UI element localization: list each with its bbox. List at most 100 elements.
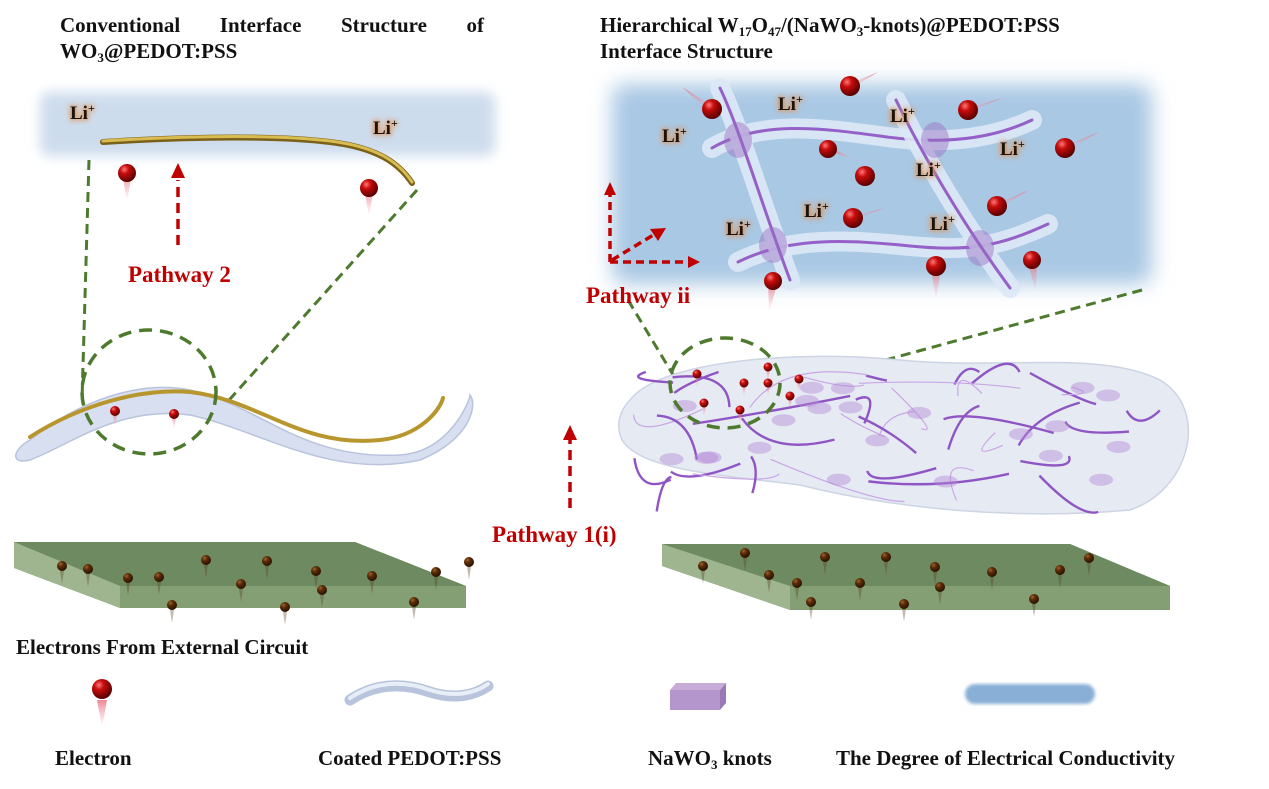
electron-icon	[262, 556, 272, 579]
legend-nawo3-knots-label: NaWO3 knots	[648, 746, 772, 772]
left-zoom-guide-line	[220, 188, 419, 410]
legend-coated-pedot-tube-icon	[344, 680, 494, 706]
li-ion-label: Li+	[930, 212, 955, 235]
electron-icon	[785, 391, 795, 410]
legend-conductivity-glow-bar-icon	[965, 684, 1095, 704]
left-current-collector-slab	[14, 542, 466, 608]
electron-icon	[763, 362, 773, 381]
legend-nawo3-knot-block-icon	[670, 683, 726, 710]
legend-coated-pedot-label: Coated PEDOT:PSS	[318, 746, 502, 770]
li-ion-label: Li+	[890, 104, 915, 127]
nawo3-fiber	[655, 475, 672, 512]
li-ion-label: Li+	[662, 124, 687, 147]
nawo3-knot	[747, 441, 772, 454]
electron-icon	[409, 597, 419, 620]
pathway-2-arrowhead	[171, 163, 185, 178]
nawo3-knot	[794, 394, 819, 407]
nawo3-fiber	[891, 387, 928, 431]
electron-icon	[806, 597, 816, 620]
electron-icon	[154, 572, 164, 595]
left-title-formula-post: @PEDOT:PSS	[103, 39, 238, 63]
electron-icon	[118, 164, 136, 202]
electron-icon	[987, 190, 1029, 216]
nawo3-fiber	[878, 410, 915, 437]
nawo3-fiber	[1061, 386, 1084, 396]
right-membrane-sheet	[618, 355, 1190, 515]
pathway-ii-axes	[604, 182, 700, 268]
electron-icon	[110, 406, 120, 427]
nawo3-fiber	[1038, 474, 1099, 514]
nawo3-knot	[907, 406, 932, 419]
nawo3-fiber	[868, 472, 1010, 486]
nawo3-fiber	[981, 432, 1004, 452]
nawo3-knot	[1089, 473, 1114, 486]
electron-icon	[692, 369, 702, 388]
nawo3-fiber	[750, 455, 757, 494]
electron-icon	[764, 570, 774, 593]
electron-icon	[123, 573, 133, 596]
right-title-line2: Interface Structure	[600, 39, 773, 63]
nawo3-fiber	[656, 414, 699, 460]
electron-icon	[926, 256, 946, 300]
right-title-part: Hierarchical W	[600, 13, 739, 37]
electron-icon	[930, 562, 940, 585]
electron-icon	[958, 98, 1002, 120]
electron-layer	[57, 72, 1099, 625]
li-ion-label: Li+	[1000, 137, 1025, 160]
nawo3-fiber	[971, 362, 1021, 385]
nawo3-fiber	[637, 370, 674, 384]
right-title-part: -knots)@PEDOT:PSS	[863, 13, 1060, 37]
electron-icon	[740, 548, 750, 571]
electron-icon	[855, 578, 865, 601]
nawo3-fiber	[633, 408, 703, 428]
nawo3-knot	[771, 414, 796, 427]
nawo3-fiber	[1064, 420, 1130, 434]
electron-icon	[739, 378, 749, 397]
nawo3-fiber	[770, 458, 905, 503]
electron-icon	[819, 140, 858, 161]
electron-icon	[167, 600, 177, 623]
nawo3-knot	[966, 230, 994, 266]
electron-icon	[840, 72, 878, 96]
nawo3-fiber	[803, 376, 865, 387]
electron-icon	[367, 571, 377, 594]
nawo3-fiber	[672, 375, 731, 408]
pathway-1-arrowhead	[563, 425, 577, 440]
li-ion-label: Li+	[70, 101, 95, 124]
nawo3-fiber	[943, 415, 1055, 435]
pathway-1i-label: Pathway 1(i)	[492, 522, 617, 547]
right-title-part: /(NaWO	[780, 13, 857, 37]
nawo3-knot	[799, 381, 824, 394]
left-title-formula-sub: 3	[97, 50, 104, 65]
li-ion-label: Li+	[804, 199, 829, 222]
pathway-ii-label: Pathway ii	[586, 283, 691, 308]
li-ion-label: Li+	[916, 158, 941, 181]
right-pedot-mesh	[702, 78, 1058, 298]
electron-icon	[1029, 594, 1039, 617]
left-coated-pedot-tube	[15, 386, 474, 466]
legend-conductivity-label: The Degree of Electrical Conductivity	[836, 746, 1176, 770]
nawo3-fiber	[858, 381, 1021, 389]
electron-icon	[464, 557, 474, 580]
electron-icon	[280, 602, 290, 625]
right-title-sub: 17	[738, 24, 752, 39]
legend-electron-label: Electron	[55, 746, 132, 770]
electron-icon	[843, 208, 885, 228]
li-ion-label: Li+	[373, 116, 398, 139]
nawo3-knot	[830, 382, 855, 395]
left-title-word: of	[466, 13, 484, 37]
electron-icon	[764, 272, 782, 313]
electron-icon	[83, 564, 93, 587]
pathway-2-label: Pathway 2	[128, 262, 231, 287]
left-title-word: Interface	[219, 13, 302, 37]
electron-icon	[735, 405, 745, 424]
right-title-sub: 3	[856, 24, 864, 39]
electrons-from-external-circuit-label: Electrons From External Circuit	[16, 635, 309, 659]
right-current-collector-slab	[662, 544, 1170, 610]
nawo3-knot	[1070, 381, 1095, 394]
nawo3-fiber	[840, 413, 886, 438]
right-zoom-guide-line	[626, 299, 677, 379]
nawo3-fiber	[947, 404, 980, 450]
nawo3-fiber	[949, 467, 974, 501]
